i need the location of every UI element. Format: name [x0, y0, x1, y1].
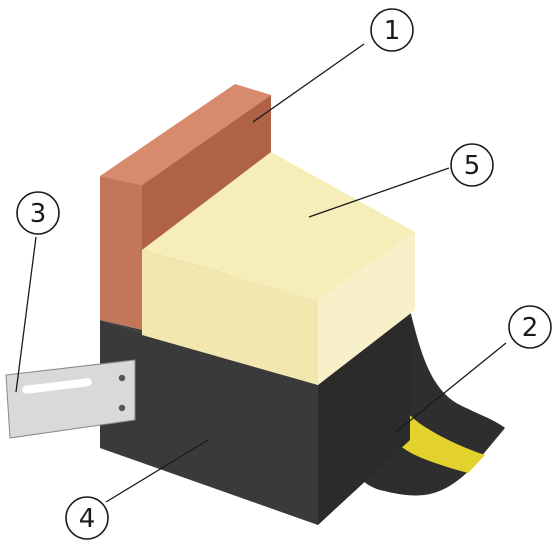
leader-lines	[15, 43, 507, 503]
callout-4-circle	[65, 496, 109, 540]
insulation-block	[142, 152, 415, 385]
callout-2-label: 2	[522, 313, 539, 343]
metal-bracket-screw-top	[118, 374, 126, 382]
callout-3-label: 3	[30, 199, 47, 229]
callout-1-label: 1	[384, 16, 401, 46]
metal-bracket-slot	[22, 378, 92, 394]
callout-2-circle	[508, 305, 552, 349]
leader-line-5	[308, 167, 450, 218]
metal-bracket-plate	[5, 359, 136, 439]
base-front-face	[100, 320, 318, 525]
brick-wall-front	[100, 176, 142, 330]
callout-3-circle	[16, 191, 60, 235]
leader-line-2	[395, 342, 507, 433]
callout-5-circle	[450, 143, 494, 187]
base-side-face	[318, 310, 410, 525]
insulation-top-face	[142, 152, 415, 300]
leader-line-4	[105, 439, 209, 503]
leader-line-1	[252, 43, 365, 123]
metal-bracket	[5, 359, 136, 439]
callout-5: 5	[450, 143, 494, 187]
metal-bracket-screw-bottom	[118, 404, 126, 412]
callout-2: 2	[508, 305, 552, 349]
callout-1: 1	[370, 8, 414, 52]
callout-5-label: 5	[464, 151, 481, 181]
insulation-front-face	[142, 250, 318, 385]
callout-4: 4	[65, 496, 109, 540]
callout-3: 3	[16, 191, 60, 235]
brick-wall-top	[100, 84, 271, 185]
leader-line-3	[15, 236, 37, 393]
callout-1-circle	[370, 8, 414, 52]
insulation-side-face	[318, 232, 415, 385]
callout-4-label: 4	[79, 504, 96, 534]
